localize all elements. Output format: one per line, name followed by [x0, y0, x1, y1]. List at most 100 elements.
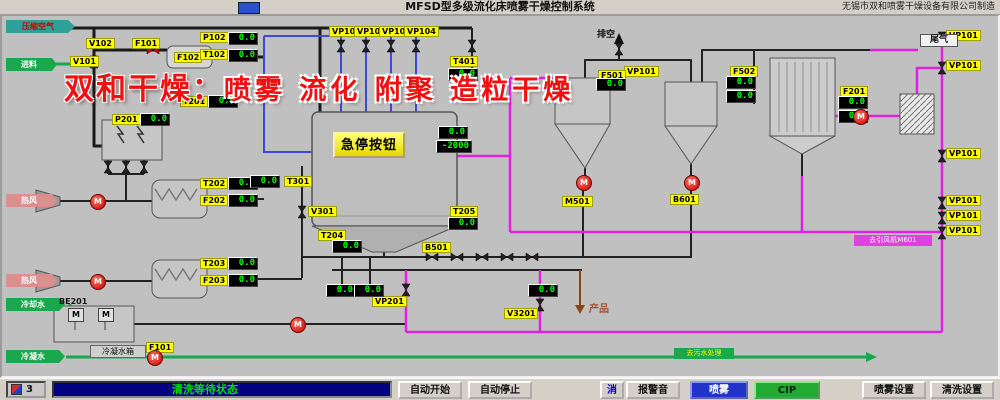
stream-label-5: 冷凝水: [6, 350, 65, 363]
diagram-text-2: 产品: [589, 304, 609, 315]
status-text: 清洗等待状态: [172, 383, 238, 396]
tag-34-vp101: VP101: [946, 195, 981, 206]
auto-start-button[interactable]: 自动开始: [398, 381, 462, 399]
pump-motor-5[interactable]: M: [684, 175, 700, 191]
alarm-count: 3: [26, 384, 33, 395]
diagram-text-1: 尾气: [920, 34, 958, 47]
pump-motor-0[interactable]: M: [90, 194, 106, 210]
valve-vp101[interactable]: [336, 39, 346, 53]
clean-settings-button[interactable]: 清洗设置: [930, 381, 994, 399]
readout-17: 0.0: [596, 78, 626, 91]
valve-manifold-4[interactable]: [500, 252, 514, 262]
tag-36-vp101: VP101: [946, 225, 981, 236]
valve-manifold-2[interactable]: [450, 252, 464, 262]
valve-right-5[interactable]: [937, 211, 947, 225]
readout-19: 0.0: [726, 90, 756, 103]
bag-filter-bars: [778, 62, 828, 132]
stream-label-2: 热风: [6, 194, 57, 207]
tag-23-m501: M501: [562, 196, 593, 207]
mute-alarm-button[interactable]: 消: [600, 381, 624, 399]
tag-16-t401: T401: [450, 56, 479, 67]
valve-vp103[interactable]: [386, 39, 396, 53]
diagram-text-5: 去引风机M601: [854, 235, 932, 246]
valve-vp104[interactable]: [411, 39, 421, 53]
valve-manifold-5[interactable]: [525, 252, 539, 262]
agitator-motor-1[interactable]: M: [98, 308, 114, 322]
readout-3: 0.0: [140, 113, 170, 126]
cip-mode-button[interactable]: CIP: [754, 381, 820, 399]
readout-0: 0.0: [228, 32, 258, 45]
stream-label-4: 冷却水: [6, 298, 65, 311]
pump-motor-3[interactable]: M: [290, 317, 306, 333]
heater-bolt-icon: [116, 125, 145, 144]
coil-icon: [154, 187, 198, 202]
status-icon: [11, 384, 22, 395]
tag-3-p102: P102: [200, 32, 229, 43]
tag-6-t201: T201: [180, 96, 209, 107]
readout-13: -2000: [436, 140, 472, 153]
pump-motor-4[interactable]: M: [576, 175, 592, 191]
spray-mode-button[interactable]: 喷雾: [690, 381, 748, 399]
valve-t401[interactable]: [467, 39, 477, 53]
manufacturer-label: 无锡市双和喷雾干燥设备有限公司制造: [841, 2, 995, 12]
header-decor-icon: [238, 2, 260, 14]
readout-16: 0.0: [528, 284, 558, 297]
tag-22-b501: B501: [422, 242, 451, 253]
tag-18-t301: T301: [284, 176, 313, 187]
readout-11: 0.0: [448, 217, 478, 230]
heat-exchanger-2: [151, 259, 208, 299]
readout-2: 0.0: [208, 95, 238, 108]
pump-motor-2[interactable]: M: [147, 350, 163, 366]
valve-heater-3[interactable]: [139, 160, 149, 174]
valve-heater-2[interactable]: [121, 160, 131, 174]
pump-motor-1[interactable]: M: [90, 274, 106, 290]
tag-17-vp101: VP101: [624, 66, 659, 77]
title-bar: MFSD型多级流化床喷雾干燥控制系统 无锡市双和喷雾干燥设备有限公司制造: [0, 0, 1000, 15]
readout-12: 0.0: [438, 126, 468, 139]
page-title: MFSD型多级流化床喷雾干燥控制系统: [405, 0, 595, 13]
heat-exchanger-1: [151, 179, 208, 219]
cyclone-1-cone: [554, 123, 611, 169]
tag-26-v3201: V3201: [504, 308, 539, 319]
readout-9: 0.0: [250, 175, 280, 188]
tag-24-b601: B601: [670, 194, 699, 205]
stream-label-0: 压缩空气: [6, 20, 75, 33]
auto-stop-button[interactable]: 自动停止: [468, 381, 532, 399]
tag-5-v101: V101: [70, 56, 99, 67]
vent-arrowhead: [614, 33, 624, 44]
pipes-magenta: [404, 36, 944, 334]
valve-vp102[interactable]: [361, 39, 371, 53]
agitator-motor-0[interactable]: M: [68, 308, 84, 322]
piping-layer: [35, 26, 947, 362]
valve-right-3[interactable]: [937, 149, 947, 163]
diagram-text-4: 冷凝水箱: [90, 345, 146, 358]
readout-8: 0.0: [448, 68, 478, 81]
status-message-bar: 清洗等待状态: [52, 381, 392, 398]
stream-label-3: 热风: [6, 274, 57, 287]
emergency-stop-button[interactable]: 急停按钮: [333, 132, 405, 158]
valve-vent[interactable]: [614, 42, 624, 56]
readout-7: 0.0: [228, 274, 258, 287]
valve-right-4[interactable]: [937, 196, 947, 210]
valve-manifold-3[interactable]: [475, 252, 489, 262]
tag-10-t203: T203: [200, 258, 229, 269]
pump-motor-6[interactable]: M: [853, 109, 869, 125]
control-bar: 3 清洗等待状态 自动开始自动停止 消报警音喷雾 CIP 喷雾设置清洗设置: [0, 378, 1000, 400]
valve-vp201[interactable]: [401, 283, 411, 297]
tag-11-f203: F203: [200, 275, 229, 286]
diagram-text-6: 去污水处理: [674, 348, 734, 359]
tag-8-t202: T202: [200, 178, 229, 189]
readout-5: 0.0: [228, 194, 258, 207]
stream-label-1: 进料: [6, 58, 57, 71]
valve-v301[interactable]: [297, 205, 307, 219]
spray-settings-button[interactable]: 喷雾设置: [862, 381, 926, 399]
coil-icon: [154, 267, 198, 282]
diagram-text-0: 排空: [597, 30, 616, 40]
equipment-layer: [35, 45, 935, 343]
valve-heater-1[interactable]: [103, 160, 113, 174]
tag-9-f202: F202: [200, 195, 229, 206]
valve-manifold-1[interactable]: [425, 252, 439, 262]
alarm-sound-button[interactable]: 报警音: [626, 381, 680, 399]
cyclone-2-cone: [664, 125, 718, 165]
